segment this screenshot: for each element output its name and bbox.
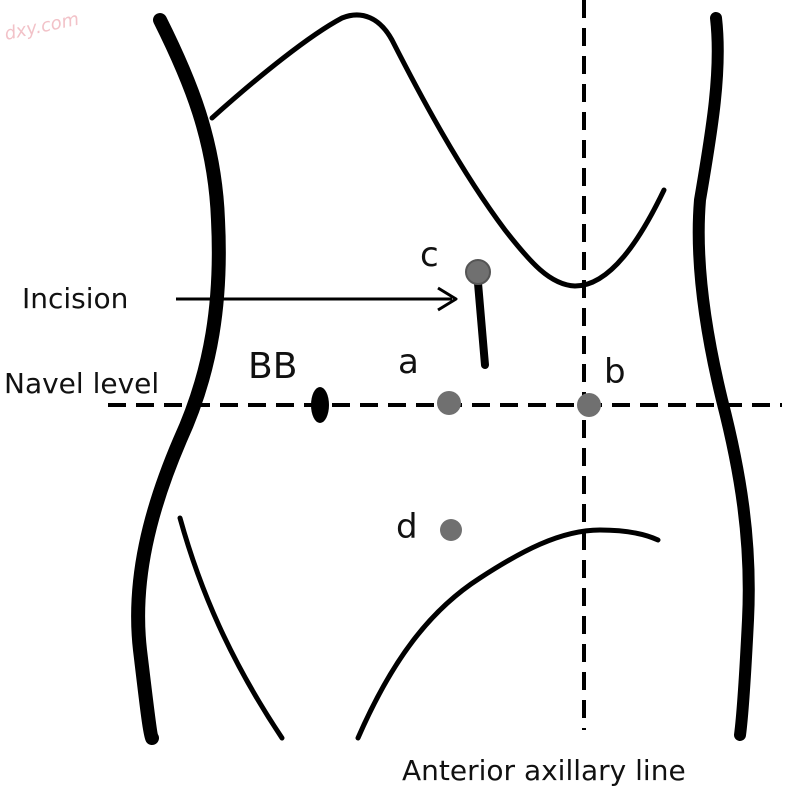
port-point-d <box>440 519 462 541</box>
left-torso-outline <box>131 13 226 745</box>
point-label-a: a <box>398 342 419 382</box>
incision-mark <box>474 279 489 369</box>
incision-label: Incision <box>22 282 128 315</box>
watermark: dxy.com <box>3 9 81 45</box>
rib-cage-outline <box>209 12 667 289</box>
point-label-d: d <box>396 507 418 547</box>
right-torso-outline <box>692 12 755 741</box>
port-point-b <box>577 393 601 417</box>
point-label-c: c <box>420 235 439 275</box>
port-point-c <box>465 259 491 285</box>
point-label-b: b <box>604 352 626 392</box>
navel-level-label: Navel level <box>4 367 159 400</box>
port-point-a <box>437 391 461 415</box>
navel-mark <box>311 387 329 423</box>
incision-arrow-head <box>437 286 458 312</box>
bb-label: BB <box>248 346 297 387</box>
anterior-axillary-line-label: Anterior axillary line <box>402 754 686 787</box>
iliac-crest-line <box>355 527 661 741</box>
left-groin-line <box>177 515 285 741</box>
